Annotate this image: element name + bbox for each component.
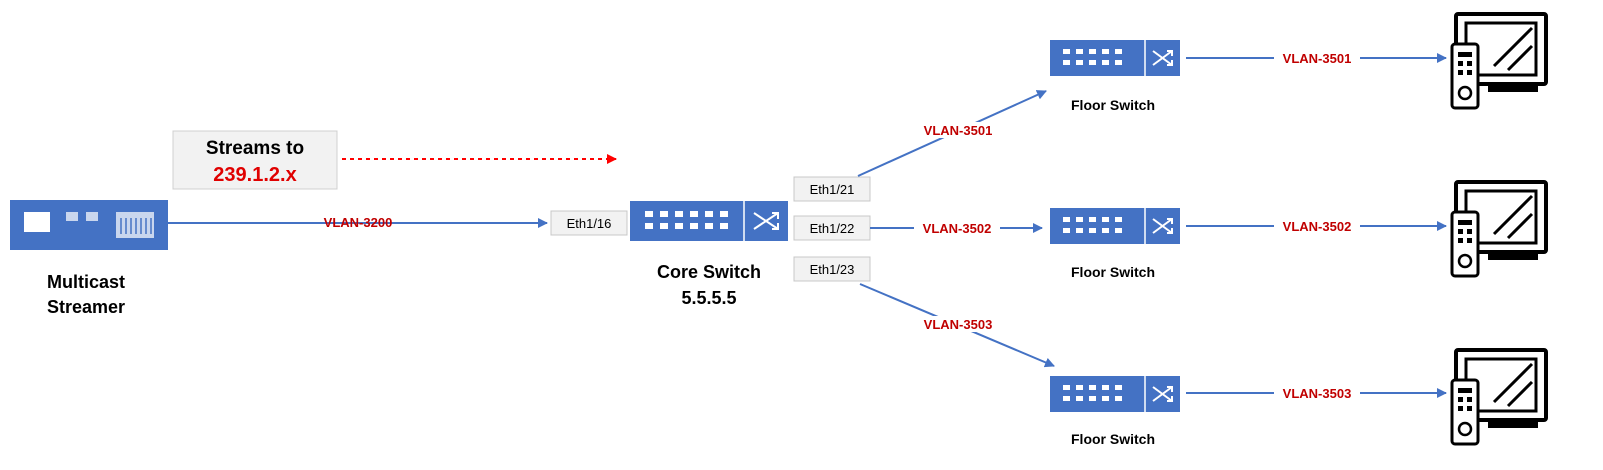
tv1-vlan-bg: [1274, 50, 1360, 66]
floor-switch-1-icon: [1050, 40, 1180, 76]
stream-note-box: [172, 130, 338, 190]
stream-note-title: Streams to: [206, 138, 304, 159]
floor-switch-2-label: Floor Switch: [1071, 264, 1155, 280]
stream-note-address: 239.1.2.x: [213, 164, 296, 186]
port-eth1-22-label: Eth1/22: [810, 221, 855, 236]
streamer-vlan-label: VLAN-3200: [324, 215, 393, 230]
streamer-label-line1: Multicast: [47, 272, 125, 292]
tv-display-3-icon: [1450, 348, 1548, 446]
floor1-vlan-bg: [914, 122, 1002, 138]
port-eth1-21-label: Eth1/21: [810, 182, 855, 197]
core-in-port-label: Eth1/16: [567, 216, 612, 231]
core-switch-ip: 5.5.5.5: [681, 288, 736, 308]
core-in-port-box: [550, 210, 628, 236]
multicast-streamer-icon: [10, 200, 168, 250]
tv1-vlan-label: VLAN-3501: [1283, 51, 1352, 66]
floor-switch-3-icon: [1050, 376, 1180, 412]
tv3-vlan-bg: [1274, 385, 1360, 401]
floor3-vlan-label: VLAN-3503: [924, 317, 993, 332]
tv3-vlan-label: VLAN-3503: [1283, 386, 1352, 401]
floor3-vlan-bg: [914, 316, 1002, 332]
tv2-vlan-bg: [1274, 218, 1360, 234]
floor2-vlan-bg: [914, 220, 1000, 236]
port-eth1-23-label: Eth1/23: [810, 262, 855, 277]
core-switch-label: Core Switch: [657, 262, 761, 282]
floor-switch-3-label: Floor Switch: [1071, 431, 1155, 447]
port-eth1-21-box: [793, 176, 871, 202]
tv-display-1-icon: [1450, 12, 1548, 110]
tv2-vlan-label: VLAN-3502: [1283, 219, 1352, 234]
floor1-vlan-label: VLAN-3501: [924, 123, 993, 138]
floor-switch-2-icon: [1050, 208, 1180, 244]
floor2-vlan-label: VLAN-3502: [923, 221, 992, 236]
floor-switch-1-label: Floor Switch: [1071, 97, 1155, 113]
core-switch-icon: [630, 201, 788, 241]
streamer-label-line2: Streamer: [47, 297, 125, 317]
tv-display-2-icon: [1450, 180, 1548, 278]
port-eth1-23-box: [793, 256, 871, 282]
